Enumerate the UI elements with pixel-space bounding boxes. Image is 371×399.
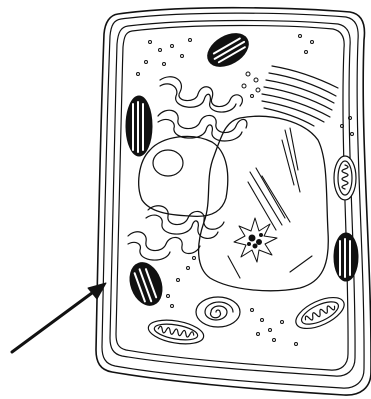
- vacuole-crystals: [228, 128, 312, 278]
- mitochondrion: [291, 291, 348, 335]
- chloroplast: [202, 27, 254, 73]
- vacuole: [199, 116, 329, 291]
- mitochondrion: [147, 316, 206, 347]
- nucleus: [139, 136, 228, 216]
- spiral-organelle: [196, 297, 240, 327]
- chloroplast: [334, 233, 358, 281]
- chloroplast: [126, 96, 152, 156]
- pointer-arrow: [12, 283, 106, 352]
- nucleolus: [153, 150, 183, 176]
- cell-wall: [96, 8, 371, 395]
- chloroplast: [124, 258, 167, 310]
- mitochondrion: [334, 156, 356, 200]
- vesicles: [137, 35, 354, 346]
- centrosome: [234, 218, 277, 262]
